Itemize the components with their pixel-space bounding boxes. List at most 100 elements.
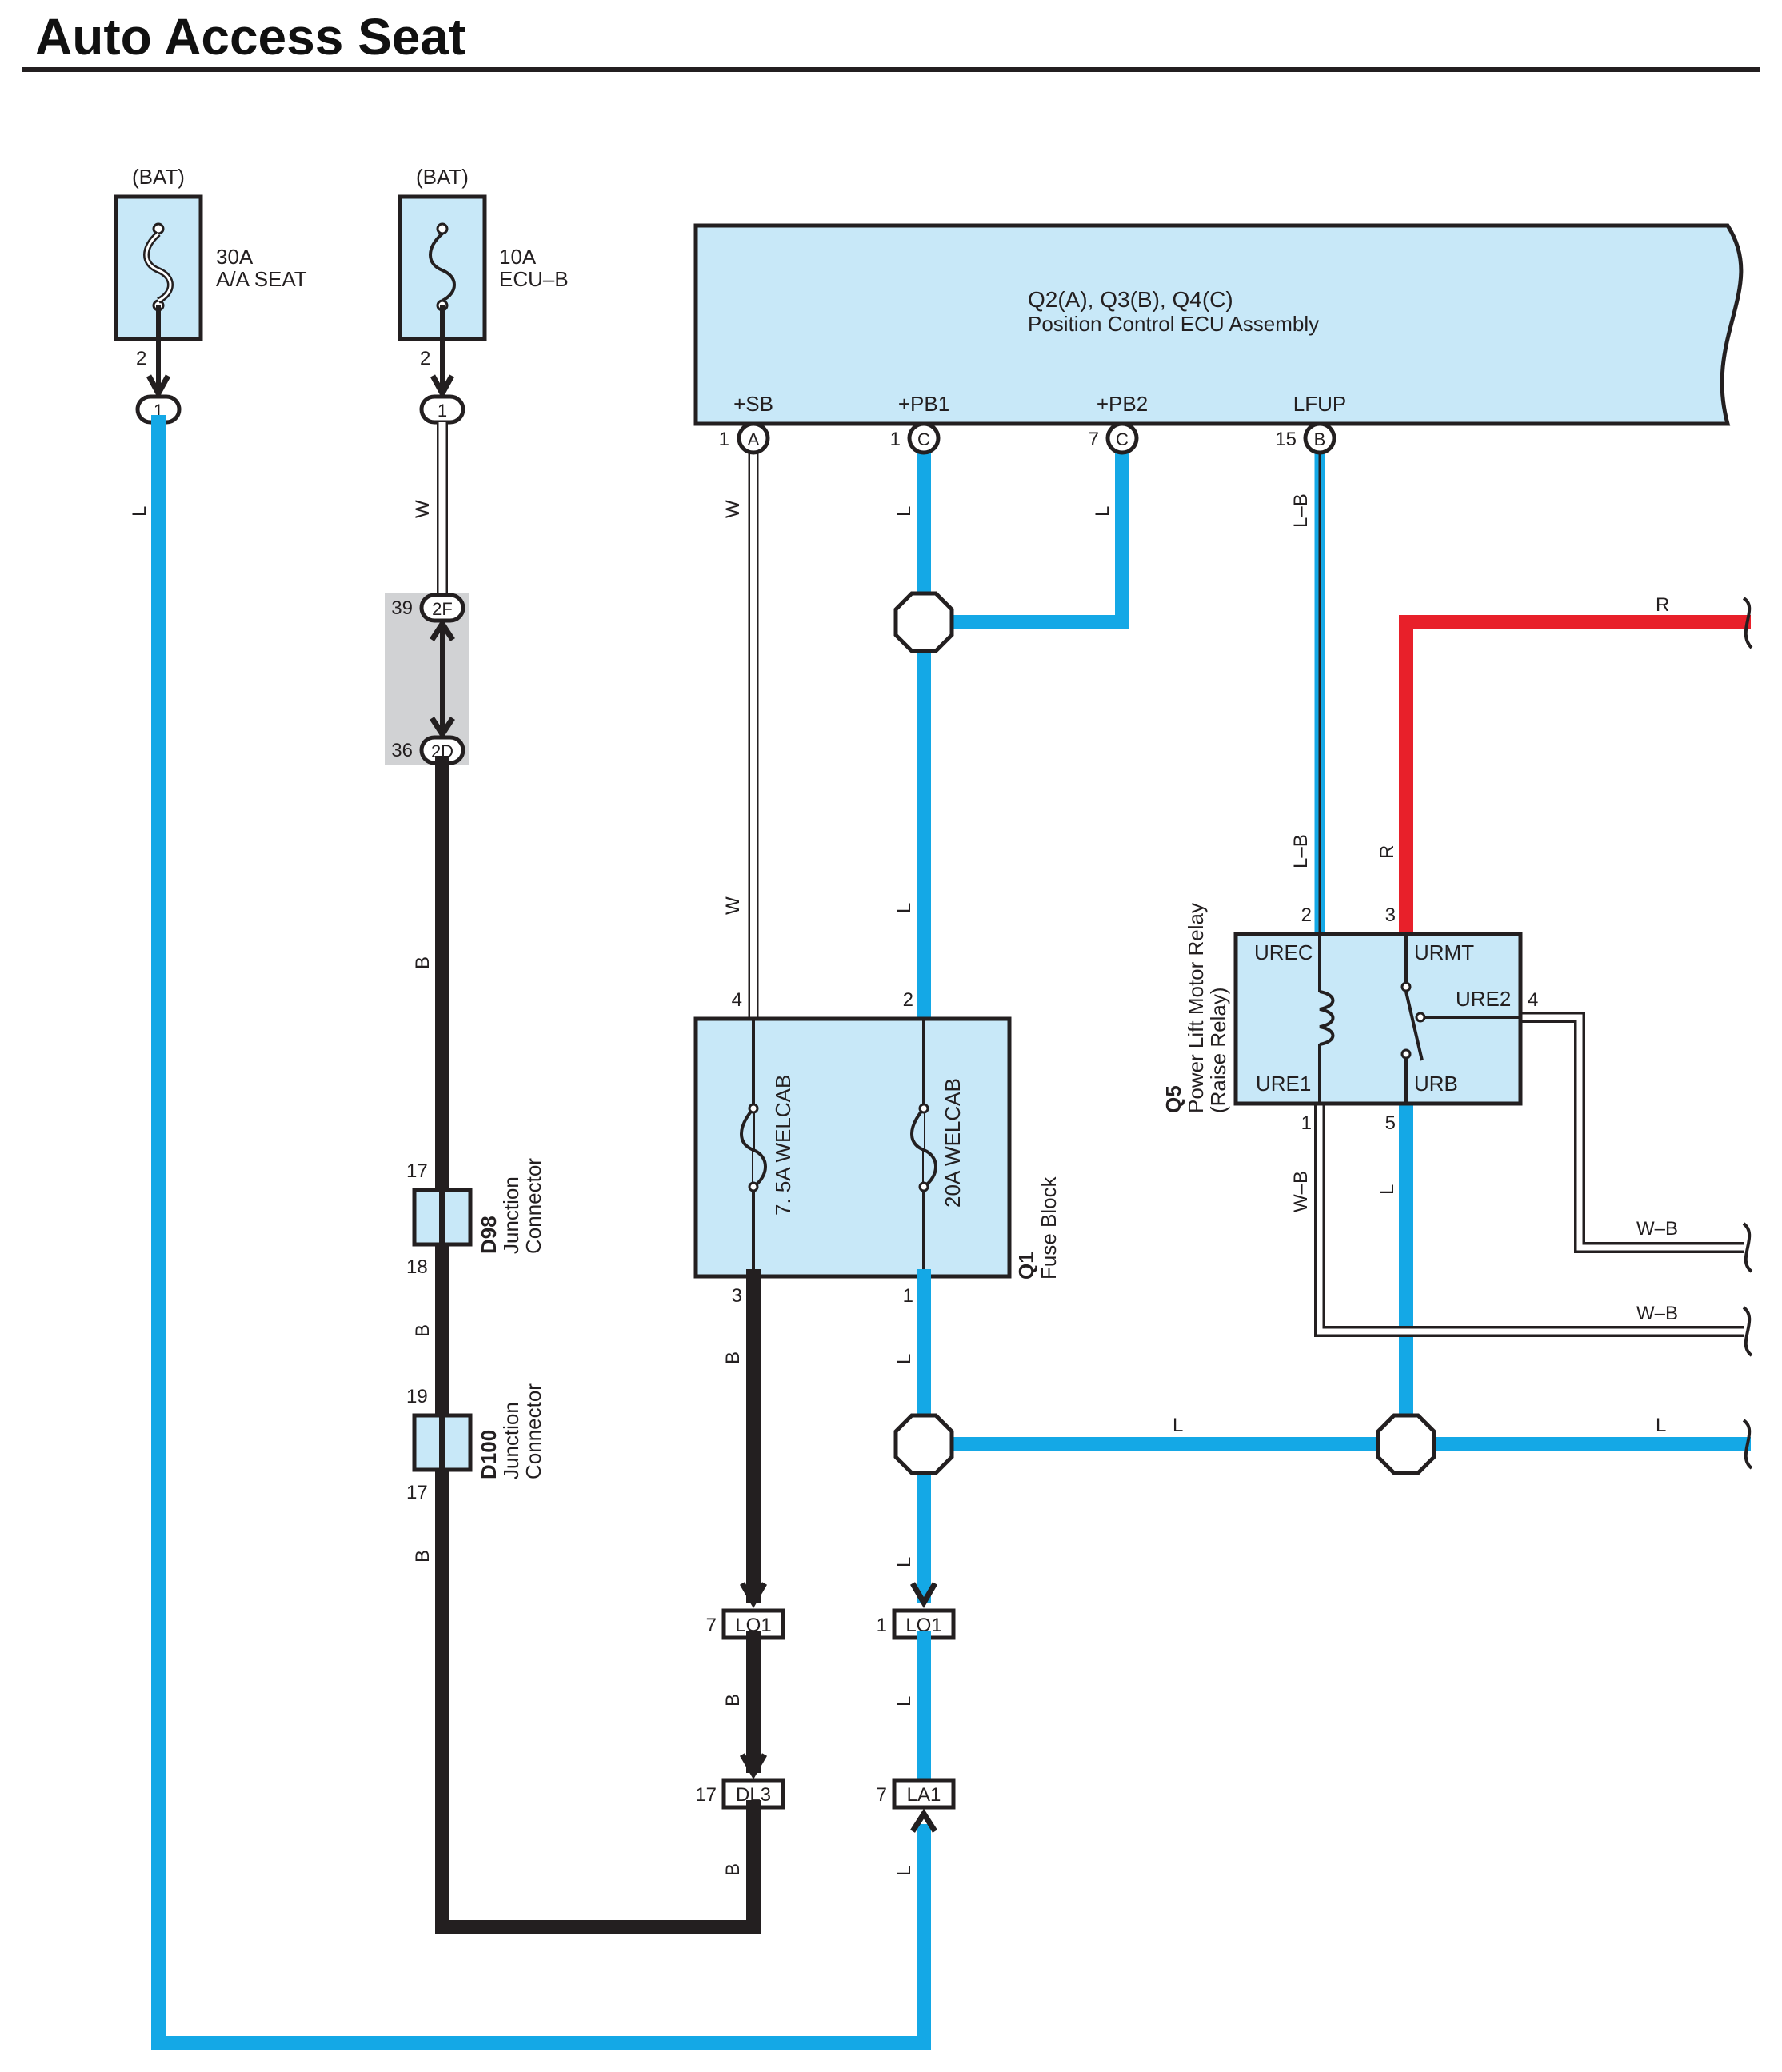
wire-label-b: B (722, 1694, 744, 1707)
connector-la1-pin: 7 (877, 1784, 887, 1806)
fuse-aa-seat-rating: 30A (216, 245, 254, 269)
wire-label-wb: W–B (1636, 1218, 1678, 1240)
wire-label-w: W (412, 500, 434, 518)
d100-ref: D100 (477, 1430, 501, 1479)
fuse-welcab-20-icon (910, 1107, 937, 1188)
d100-name: Junction (499, 1402, 523, 1479)
splice-l-right (1376, 1413, 1436, 1475)
arrow-icon (909, 1582, 938, 1608)
ecu-terminal-pb1: +PB1 (898, 392, 949, 416)
wire-label-l: L (1656, 1415, 1666, 1436)
arrow-icon (430, 374, 455, 400)
ecu-pin-a (737, 421, 770, 455)
wire-label-l: L (893, 506, 915, 517)
fuse-welcab-20-label: 20A WELCAB (941, 1078, 965, 1208)
connector-lq1-l-pin: 1 (877, 1615, 887, 1636)
fuse-block-name: Fuse Block (1037, 1176, 1061, 1280)
relay-urec: UREC (1254, 940, 1313, 964)
arrow-down-icon (430, 717, 455, 740)
ecu-terminal-pb2: +PB2 (1097, 392, 1148, 416)
wire-wb-ure2 (1521, 1012, 1744, 1253)
ecu-pin-c1-num: 1 (890, 429, 901, 450)
wire-label-l: L (893, 903, 915, 913)
relay-ure1: URE1 (1256, 1072, 1311, 1096)
fuse-link-icon (429, 232, 456, 302)
fuse-ecu-b: (BAT) 10A ECU–B 2 (398, 165, 569, 369)
relay-pin-ure1: 1 (1301, 1112, 1312, 1134)
ecu-terminal-sb: +SB (733, 392, 773, 416)
relay-switch-icon (1404, 991, 1424, 1061)
d98-name: Junction (499, 1176, 523, 1254)
wire-label-w: W (722, 500, 744, 518)
wire-label-r: R (1376, 845, 1398, 859)
ecu-terminal-lfup: LFUP (1293, 392, 1346, 416)
d100-pin-bottom: 17 (406, 1482, 428, 1503)
junction-block (385, 593, 469, 765)
fuse-block-ref: Q1 (1014, 1252, 1038, 1280)
wire-break-icon (1742, 1419, 1753, 1470)
wire-label-b: B (412, 1550, 434, 1563)
fuse-welcab-75-label: 7. 5A WELCAB (771, 1075, 795, 1216)
wire-label-l: L (893, 1866, 915, 1876)
wire-break-icon (1742, 1222, 1753, 1273)
wire-label-r: R (1656, 594, 1669, 616)
ecu-refs: Q2(A), Q3(B), Q4(C) (1028, 287, 1233, 312)
arrow-icon (146, 374, 171, 400)
d98-pin-top: 17 (406, 1160, 428, 1182)
wire-label-b: B (722, 1863, 744, 1876)
connector-2f (419, 593, 465, 623)
fuse-block-pin-in1: 4 (732, 989, 742, 1011)
ecu-pin-c1 (907, 421, 941, 455)
relay-ref: Q5 (1161, 1085, 1185, 1113)
fuse-welcab-75-icon (740, 1107, 767, 1188)
connector-2f-pin: 39 (391, 597, 413, 619)
wire-label-l: L (1376, 1184, 1398, 1195)
ecu-pin-a-label: A (748, 429, 760, 449)
wire-label-wb: W–B (1636, 1303, 1678, 1324)
wire-break-icon (1742, 597, 1753, 649)
fuse-aa-seat: (BAT) 30A A/A SEAT 2 (114, 165, 307, 369)
relay-ure2: URE2 (1456, 987, 1511, 1011)
connector-2f-label: 2F (432, 599, 453, 619)
wire-label-lb: L–B (1290, 493, 1312, 528)
wire-l-pb2 (917, 431, 1129, 629)
fuse-aa-seat-source: (BAT) (132, 165, 185, 189)
d100-pin-top: 19 (406, 1386, 428, 1407)
ecu-pin-c1-label: C (917, 429, 930, 449)
connector-dl3-pin: 17 (695, 1784, 717, 1806)
connector-lq1-b-pin: 7 (706, 1615, 717, 1636)
wire-label-w: W (722, 896, 744, 915)
arrow-up-icon (430, 618, 455, 641)
arrow-up-icon (910, 1808, 937, 1833)
ecu-pin-c7-num: 7 (1089, 429, 1099, 450)
connector-la1 (892, 1778, 956, 1810)
fuse-block-pin-in2: 2 (903, 989, 913, 1011)
relay-urmt: URMT (1414, 940, 1474, 964)
ecu-pin-c7 (1105, 421, 1139, 455)
fuse-block-pin-out1: 3 (732, 1285, 742, 1307)
connector-ecu-b-label: 1 (438, 401, 447, 421)
relay-pin-ure2: 4 (1528, 989, 1538, 1011)
wire-label-l: L (893, 1696, 915, 1707)
wire-label-b: B (412, 956, 434, 969)
fuse-ecu-b-name: ECU–B (499, 267, 569, 291)
d100-name2: Connector (521, 1383, 545, 1479)
d98-ref: D98 (477, 1216, 501, 1254)
connector-la1-label: LA1 (907, 1784, 941, 1806)
fuse-ecu-b-source: (BAT) (416, 165, 469, 189)
wire-break-icon (1742, 1306, 1753, 1357)
wire-label-l: L (129, 506, 150, 517)
connector-2d-pin: 36 (391, 740, 413, 761)
ecu-pin-b15 (1303, 421, 1336, 455)
arrow-icon (739, 1753, 768, 1779)
wire-label-l: L (1092, 506, 1113, 517)
wire-label-b: B (412, 1324, 434, 1337)
d98-name2: Connector (521, 1158, 545, 1254)
fuse-ecu-b-rating: 10A (499, 245, 537, 269)
wire-label-l: L (1173, 1415, 1183, 1436)
wire-label-l: L (893, 1354, 915, 1364)
ecu-pin-a-num: 1 (719, 429, 729, 450)
fuse-aa-seat-pin: 2 (136, 348, 146, 369)
ecu-box (693, 223, 1744, 426)
ecu-name: Position Control ECU Assembly (1028, 312, 1319, 336)
